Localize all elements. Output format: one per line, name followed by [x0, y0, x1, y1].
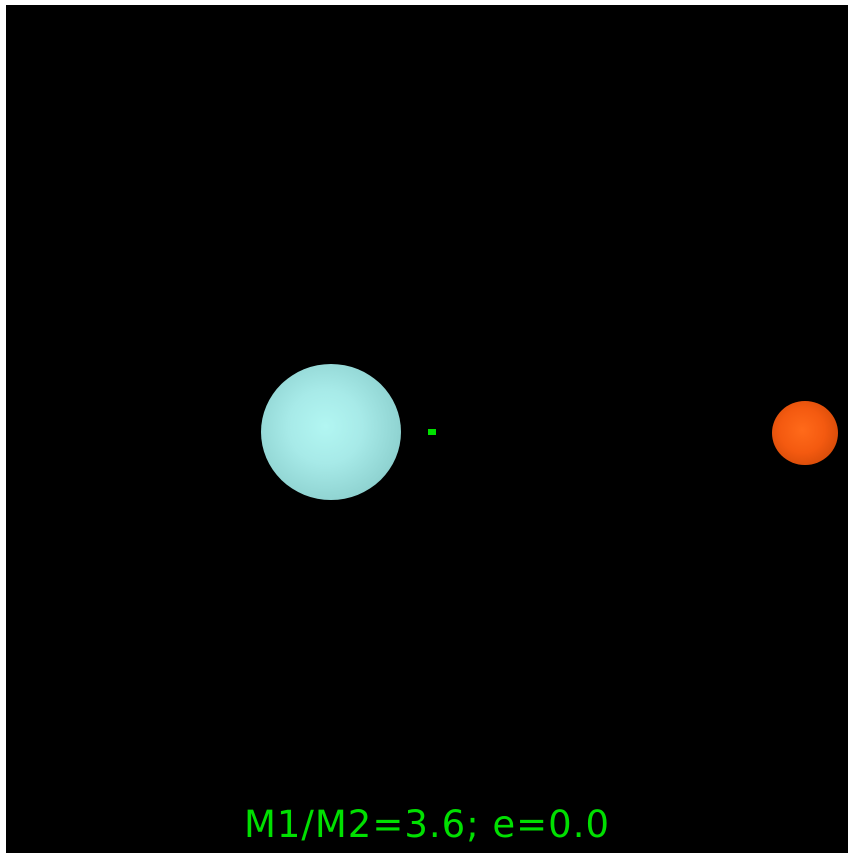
- mass-ratio-eccentricity-label: M1/M2=3.6; e=0.0: [243, 803, 611, 846]
- simulation-viewport: M1/M2=3.6; e=0.0: [6, 5, 848, 853]
- center-of-mass-marker: [428, 429, 436, 435]
- secondary-star: [772, 401, 838, 465]
- primary-star: [261, 364, 401, 500]
